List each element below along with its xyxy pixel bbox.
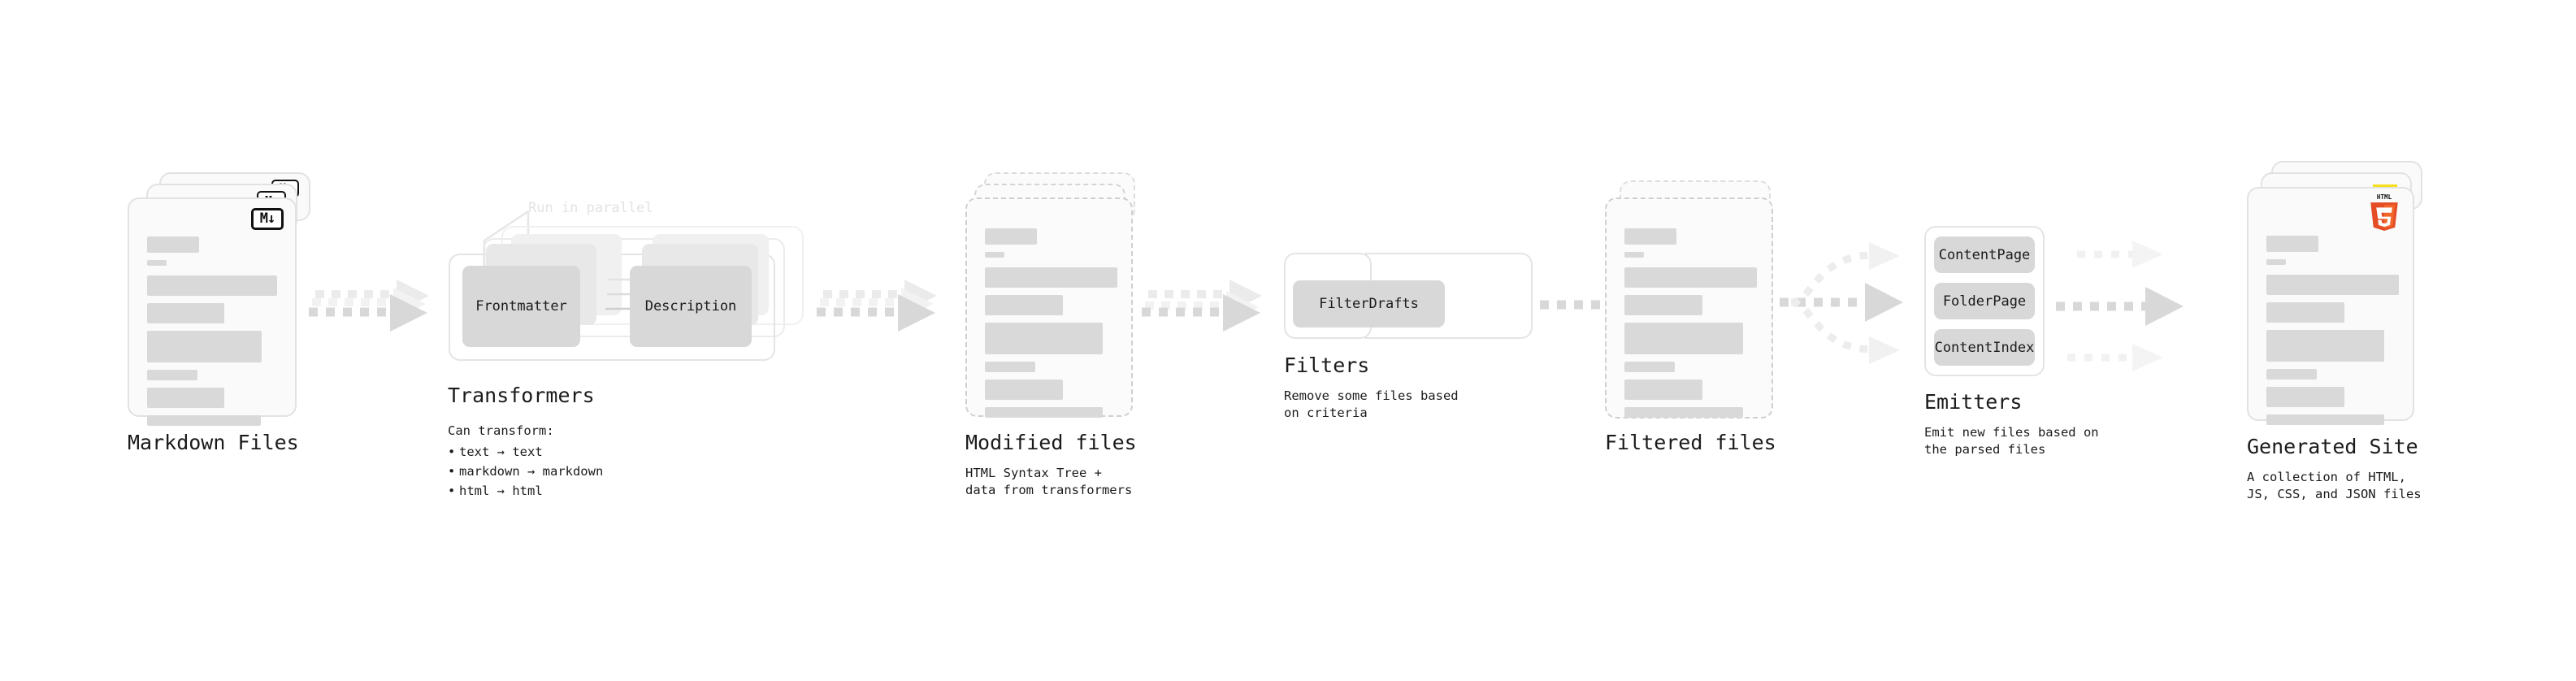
emitters-pill-contentpage[interactable]: ContentPage — [1934, 236, 2035, 273]
caption-filtered-files: Filtered files — [1605, 431, 1776, 454]
subcaption-emitters: Emit new files based on the parsed files — [1924, 425, 2099, 457]
caption-filters: Filters — [1284, 354, 1370, 377]
caption-modified-files: Modified files — [965, 431, 1137, 454]
subcaption-filters: Remove some files based on criteria — [1284, 388, 1459, 420]
transformers-bullets: Can transform: text → text markdown → ma… — [448, 421, 603, 501]
bullet-item: text → text — [448, 442, 603, 462]
arrow-transformers-to-modified — [817, 280, 937, 332]
doc-skeleton — [985, 228, 1117, 425]
doc-skeleton — [2266, 236, 2399, 432]
transformer-pill-frontmatter[interactable]: Frontmatter — [462, 266, 580, 347]
svg-text:HTML: HTML — [2377, 193, 2392, 201]
caption-generated-site: Generated Site — [2247, 435, 2418, 458]
caption-emitters: Emitters — [1924, 390, 2023, 414]
site-card-front: HTML — [2247, 187, 2414, 425]
filters-group-box-top — [1365, 253, 1451, 339]
caption-transformers: Transformers — [448, 384, 595, 407]
transformer-pill-description[interactable]: Description — [630, 266, 752, 347]
filters-group-box-overlay — [1446, 253, 1533, 339]
arrow-markdown-to-transformers — [309, 280, 429, 332]
html5-badge-icon: HTML — [2370, 193, 2398, 231]
emitters-group-box — [1924, 226, 2045, 376]
markdown-card-front: M↓ — [128, 197, 297, 426]
arrow-modified-to-filters — [1142, 280, 1262, 332]
bullet-item: html → html — [448, 481, 603, 501]
doc-skeleton — [147, 236, 277, 433]
bullets-header: Can transform: — [448, 423, 554, 438]
arrow-emitters-to-site — [2056, 241, 2184, 371]
bullet-item: markdown → markdown — [448, 462, 603, 481]
markdown-badge-icon: M↓ — [251, 208, 284, 230]
emitters-pill-folderpage[interactable]: FolderPage — [1934, 283, 2035, 319]
filters-pill-filterdrafts[interactable]: FilterDrafts — [1293, 280, 1445, 327]
modified-card-front — [965, 197, 1133, 418]
filtered-card-front — [1605, 197, 1773, 419]
subcaption-generated-site: A collection of HTML, JS, CSS, and JSON … — [2247, 470, 2422, 501]
doc-skeleton — [1624, 228, 1757, 425]
emitters-pill-contentindex[interactable]: ContentIndex — [1934, 329, 2035, 366]
run-in-parallel-label: Run in parallel — [528, 200, 653, 216]
caption-markdown-files: Markdown Files — [128, 431, 299, 454]
subcaption-modified-files: HTML Syntax Tree + data from transformer… — [965, 466, 1133, 497]
arrow-filtered-to-emitters — [1780, 242, 1903, 364]
